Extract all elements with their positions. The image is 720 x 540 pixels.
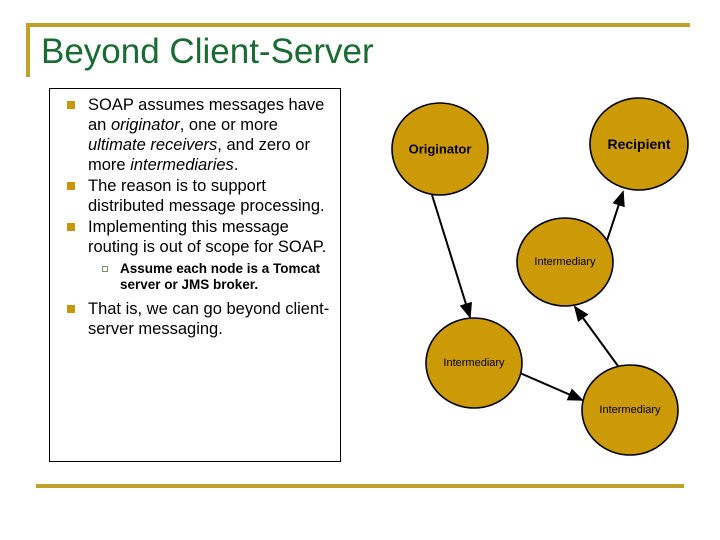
bullet-square-icon [67,101,75,109]
bottom-accent-rule [36,484,684,488]
node-circle [391,102,489,196]
bullet-text-run: . [233,156,239,174]
bullet-text-run: That is, we can go beyond client-server … [88,300,330,338]
bullet-text-box: SOAP assumes messages have an originator… [49,88,341,462]
sub-bullet-square-icon [102,266,108,272]
node-label: Recipient [607,136,670,152]
node-circle [516,217,614,307]
diagram-edge-intermediary-right-to-intermediary-mid [573,305,619,367]
bullet-square-icon [67,182,75,190]
node-circle [581,364,679,456]
top-accent-rule [26,23,690,27]
bullet-text: The reason is to support distributed mes… [88,177,325,215]
bullet-text: SOAP assumes messages have an originator… [88,96,324,174]
diagram-node-recipient[interactable]: Recipient [589,97,689,191]
sub-bullet-item: Assume each node is a Tomcat server or J… [88,261,332,293]
bullet-item: The reason is to support distributed mes… [58,176,332,216]
bullet-item: SOAP assumes messages have an originator… [58,95,332,175]
bullet-text-run: SOAP assumes messages have an [88,96,325,134]
bullet-text-run: The reason is to support distributed mes… [88,177,325,215]
bullet-item: That is, we can go beyond client-server … [58,299,332,339]
diagram-node-intermediary-right[interactable]: Intermediary [581,364,679,456]
diagram-node-originator[interactable]: Originator [391,102,489,196]
diagram-edge-originator-to-intermediary-left [431,194,472,319]
diagram-node-intermediary-mid[interactable]: Intermediary [516,217,614,307]
bullet-square-icon [67,223,75,231]
bullet-square-icon [67,305,75,313]
node-label: Originator [409,142,472,157]
node-circle [425,317,523,409]
bullet-text: Implementing this message routing is out… [88,218,326,256]
bullet-text: That is, we can go beyond client-server … [88,300,329,338]
bullet-text-run: , and zero or more [88,136,310,174]
node-label: Intermediary [534,256,596,268]
bullet-emphasis: originator [110,116,180,134]
sub-bullet-list: Assume each node is a Tomcat server or J… [88,261,332,293]
bullet-text-run: , one or more [179,116,278,134]
node-circle [589,97,689,191]
node-label: Intermediary [599,404,661,416]
bullet-text-run: Implementing this message routing is out… [88,218,327,256]
diagram-node-intermediary-left[interactable]: Intermediary [425,317,523,409]
bullet-list: SOAP assumes messages have an originator… [50,89,340,339]
sub-bullet-text: Assume each node is a Tomcat server or J… [120,261,321,292]
node-label: Intermediary [443,357,505,369]
diagram-edge-intermediary-left-to-intermediary-right [519,372,584,401]
page-title: Beyond Client-Server [41,32,374,71]
left-accent-rule [26,23,30,77]
bullet-emphasis: intermediaries [130,156,234,174]
bullet-item: Implementing this message routing is out… [58,217,332,293]
bullet-emphasis: ultimate receivers [88,136,218,154]
